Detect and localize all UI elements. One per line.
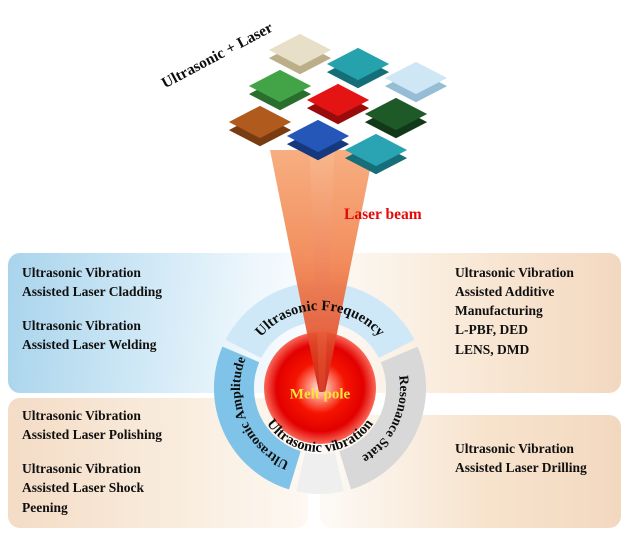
text-laser-cladding: Ultrasonic Vibration Assisted Laser Clad… [22, 265, 163, 300]
tile-blue [286, 119, 350, 153]
tile-cyan [344, 133, 408, 167]
text-laser-welding: Ultrasonic Vibration Assisted Laser Weld… [22, 318, 157, 353]
tile-light-blue [384, 61, 448, 95]
text-additive-manufacturing: Ultrasonic Vibration Assisted Additive M… [455, 265, 574, 357]
panel-bottom-left: Ultrasonic Vibration Assisted Laser Poli… [8, 398, 308, 528]
panel-bottom-right: Ultrasonic Vibration Assisted Laser Dril… [320, 415, 621, 528]
melt-pole-label: Melt pole [289, 386, 351, 403]
laser-beam-label: Laser beam [344, 206, 422, 223]
text-laser-polishing: Ultrasonic Vibration Assisted Laser Poli… [22, 408, 163, 443]
tile-red [306, 83, 370, 117]
panel-top-left: Ultrasonic Vibration Assisted Laser Clad… [8, 253, 308, 393]
text-laser-shock-peening: Ultrasonic Vibration Assisted Laser Shoc… [22, 461, 145, 515]
tile-dark-green [364, 97, 428, 131]
tile-green [248, 69, 312, 103]
tile-teal [326, 47, 390, 81]
tile-beige [268, 33, 332, 67]
tile-brown [228, 105, 292, 139]
text-laser-drilling: Ultrasonic Vibration Assisted Laser Dril… [455, 441, 587, 476]
tiles-grid [0, 0, 629, 220]
